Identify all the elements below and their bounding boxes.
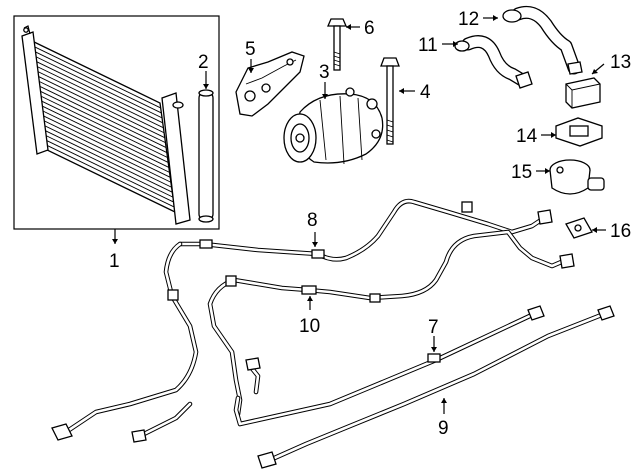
arrowhead <box>322 94 328 99</box>
callout-14: 14 <box>516 126 538 147</box>
arrowhead <box>248 68 254 73</box>
ac-compressor[interactable] <box>283 87 384 165</box>
callout-12: 12 <box>458 9 479 30</box>
mounting-plate[interactable] <box>555 117 603 147</box>
refrigerant-line-8[interactable] <box>51 198 553 441</box>
hose-12[interactable] <box>502 5 583 75</box>
line-clip[interactable] <box>565 217 593 239</box>
callout-1: 1 <box>109 251 120 272</box>
callout-16: 16 <box>610 221 631 242</box>
callout-arrowheads <box>112 15 598 403</box>
arrowhead <box>399 88 404 94</box>
bolt-short[interactable] <box>327 18 347 71</box>
arrowhead <box>453 41 458 47</box>
callout-11: 11 <box>418 35 438 56</box>
expansion-valve[interactable] <box>549 159 605 195</box>
callout-2: 2 <box>198 52 209 73</box>
callout-10: 10 <box>299 316 320 337</box>
receiver-drier[interactable] <box>198 89 214 223</box>
callout-6: 6 <box>364 18 375 39</box>
arrowhead <box>441 398 447 403</box>
callout-7: 7 <box>428 317 439 338</box>
callout-15: 15 <box>511 162 532 183</box>
arrowhead <box>493 15 498 21</box>
arrowhead <box>203 84 209 89</box>
callout-5: 5 <box>245 39 256 60</box>
pressure-sensor[interactable] <box>565 77 601 109</box>
callout-9: 9 <box>438 418 449 439</box>
callout-8: 8 <box>307 210 318 231</box>
arrowhead <box>545 168 550 174</box>
refrigerant-line-10[interactable] <box>207 229 575 417</box>
callout-4: 4 <box>420 82 431 103</box>
bolt-long[interactable] <box>380 57 400 145</box>
compressor-bracket[interactable] <box>235 51 305 117</box>
arrowhead <box>592 227 597 233</box>
arrowhead <box>346 24 351 30</box>
refrigerant-line-7[interactable] <box>233 305 545 427</box>
callout-3: 3 <box>319 62 330 83</box>
arrowhead <box>551 132 556 138</box>
arrowhead <box>312 242 318 247</box>
arrowhead <box>592 69 598 74</box>
arrowhead <box>307 296 313 301</box>
arrowhead <box>431 347 437 352</box>
callout-13: 13 <box>610 52 631 73</box>
hose-11[interactable] <box>454 35 533 89</box>
condenser[interactable] <box>13 15 220 230</box>
refrigerant-line-9[interactable] <box>131 305 615 469</box>
arrowhead <box>112 239 118 244</box>
